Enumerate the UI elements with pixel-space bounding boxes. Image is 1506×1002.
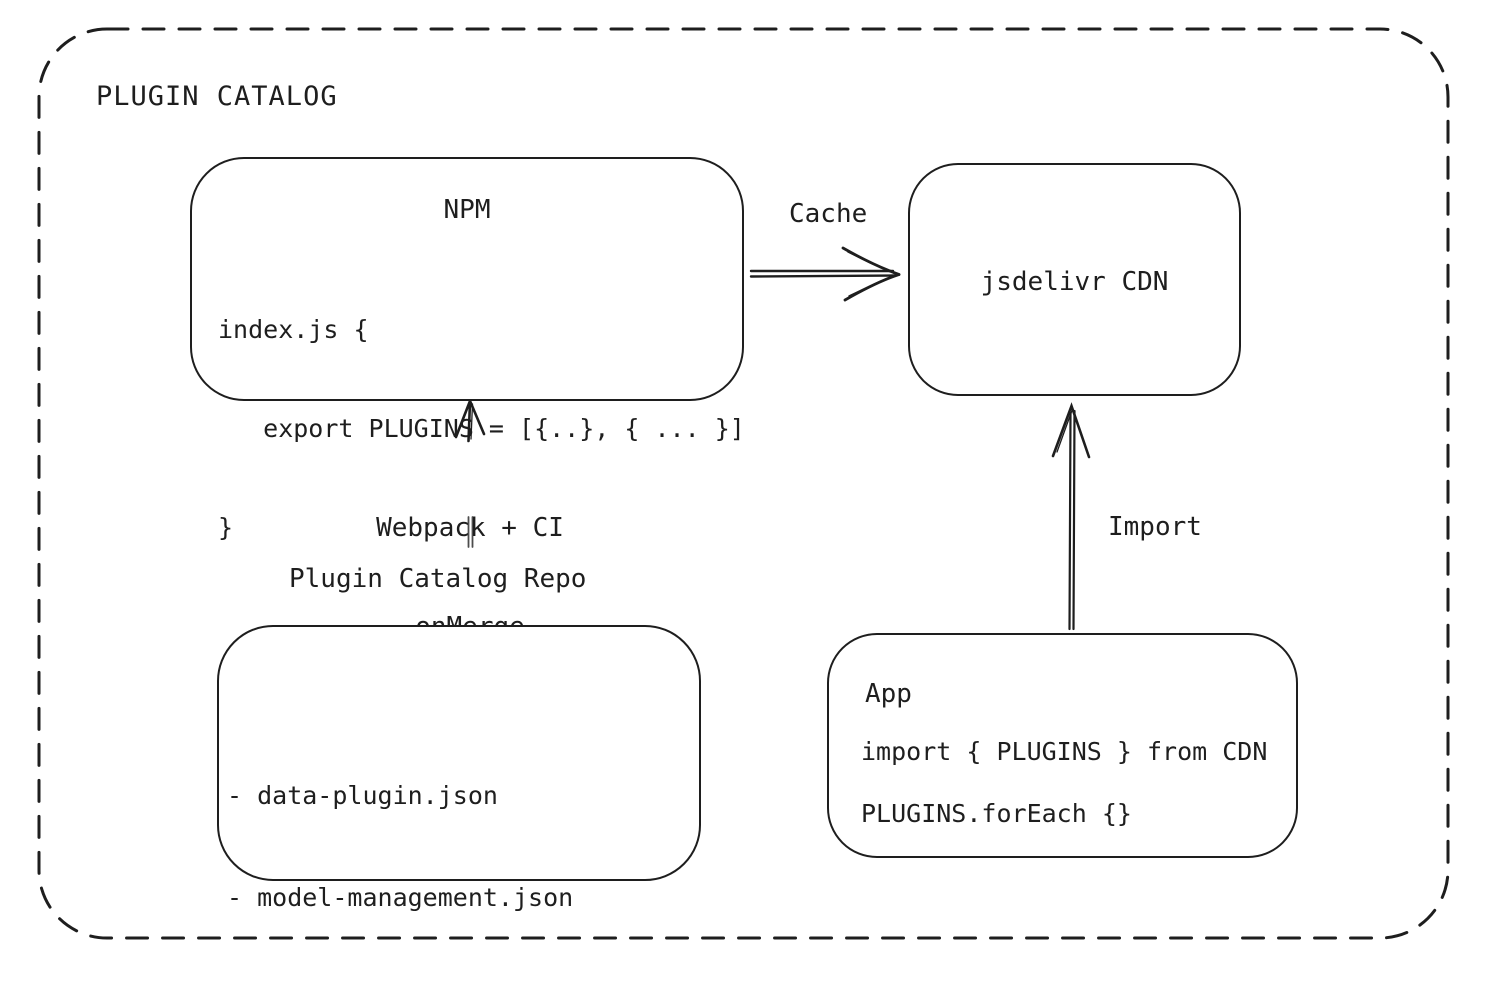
cdn-box: jsdelivr CDN xyxy=(908,163,1241,396)
app-box-title: App xyxy=(865,679,912,709)
npm-box: NPM index.js { export PLUGINS = [{..}, {… xyxy=(190,157,745,542)
cache-arrow-label: Cache xyxy=(789,199,868,229)
app-code-line: import { PLUGINS } from CDN xyxy=(861,737,1268,766)
repo-file-list: - data-plugin.json - model-management.js… xyxy=(227,711,573,1002)
npm-code-line: index.js { xyxy=(218,315,369,344)
import-arrow xyxy=(1051,402,1091,631)
import-arrow-label: Import xyxy=(1108,512,1202,542)
npm-code-line: } xyxy=(218,513,234,542)
repo-file-item: ... xyxy=(227,985,273,1002)
webpack-arrow-label-line1: Webpack + CI xyxy=(376,513,564,543)
app-box: App import { PLUGINS } from CDN PLUGINS.… xyxy=(827,633,1298,858)
cache-arrow xyxy=(749,246,901,302)
diagram-title: PLUGIN CATALOG xyxy=(96,81,338,112)
repo-file-item: - data-plugin.json xyxy=(227,781,498,810)
npm-code-block: index.js { export PLUGINS = [{..}, { ...… xyxy=(218,247,745,610)
npm-code-line: export PLUGINS = [{..}, { ... }] xyxy=(218,414,745,443)
app-code-line: PLUGINS.forEach {} xyxy=(861,799,1132,828)
repo-file-item: - model-management.json xyxy=(227,883,574,912)
cdn-box-title: jsdelivr CDN xyxy=(980,266,1169,297)
repo-title: Plugin Catalog Repo xyxy=(289,564,587,594)
repo-box: - data-plugin.json - model-management.js… xyxy=(217,625,701,1002)
npm-box-title: NPM xyxy=(443,195,491,225)
